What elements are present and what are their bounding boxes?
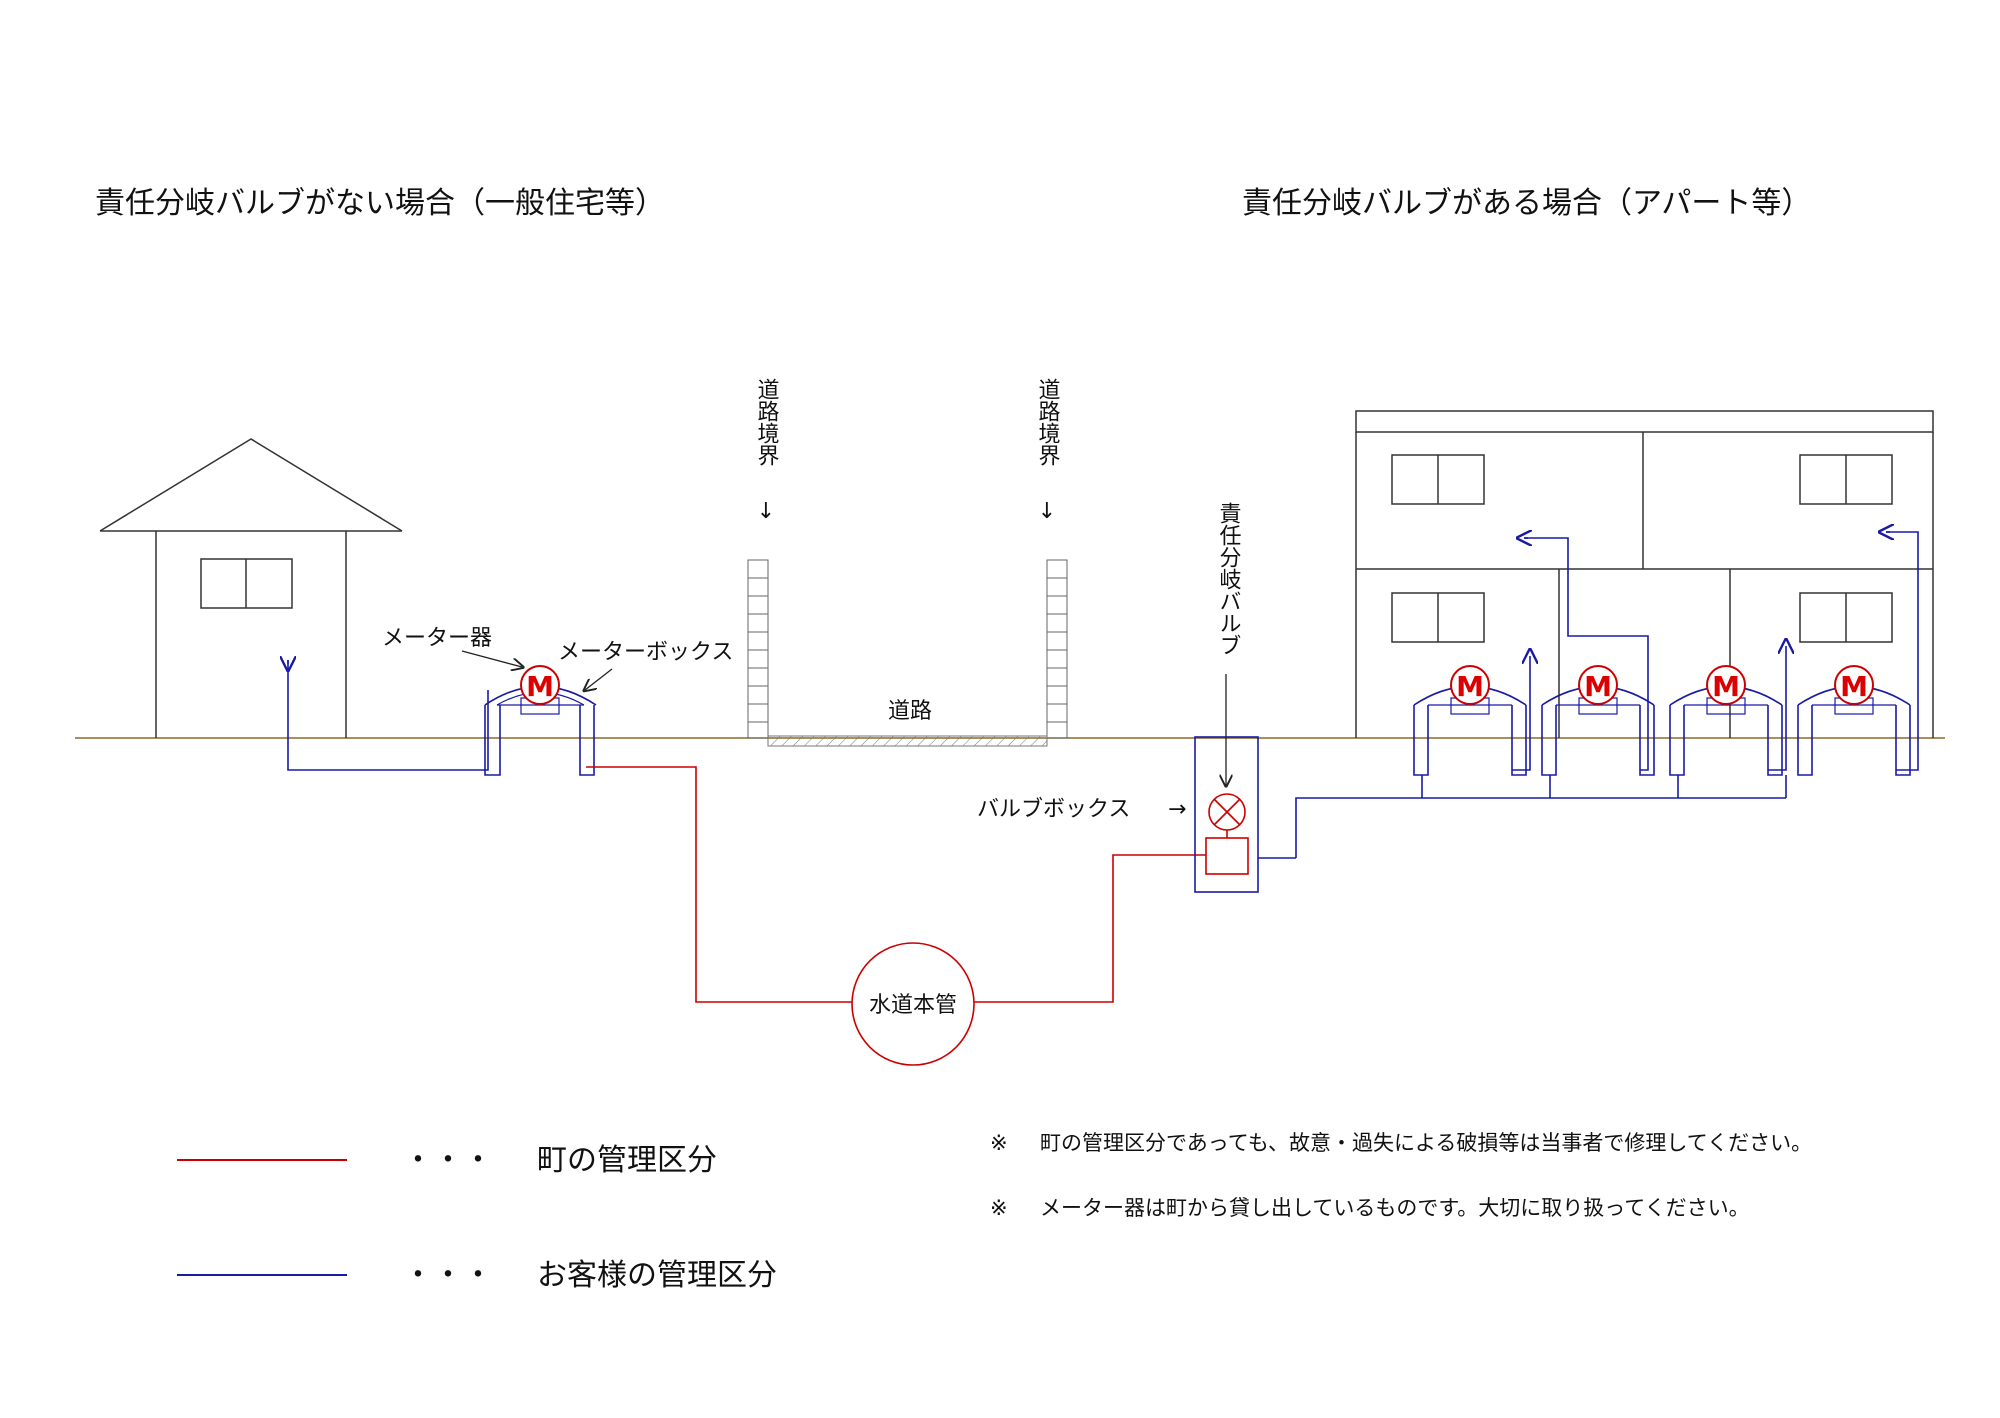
heading-left: 責任分岐バルブがない場合（一般住宅等） bbox=[95, 186, 665, 221]
meter-box-pointer bbox=[585, 668, 613, 690]
left-meter-box: M bbox=[484, 665, 597, 776]
road-label: 道路 bbox=[888, 699, 932, 724]
road-boundary-label-left: 道路境界 bbox=[754, 378, 780, 466]
valve-box-label: バルブボックス bbox=[977, 797, 1130, 822]
legend-customer-dots: ・・・ bbox=[403, 1258, 493, 1293]
left-customer-pipe bbox=[288, 660, 489, 771]
meter-letter-3: M bbox=[1712, 670, 1740, 703]
meter-letter-4: M bbox=[1840, 670, 1868, 703]
right-meter-box-4: M bbox=[1797, 665, 1911, 776]
left-meter-icon bbox=[520, 665, 560, 705]
note-2-text: メーター器は町から貸し出しているものです。大切に取り扱ってください。 bbox=[1040, 1196, 1750, 1220]
main-pipe-label: 水道本管 bbox=[869, 993, 957, 1018]
right-customer-pipe bbox=[1295, 532, 1919, 858]
legend-town-dots: ・・・ bbox=[403, 1143, 493, 1178]
right-meter-box-1: M bbox=[1413, 665, 1527, 776]
road-boundary-right-wall bbox=[1046, 559, 1068, 739]
meter-letter-2: M bbox=[1584, 670, 1612, 703]
right-town-pipe bbox=[974, 854, 1206, 1003]
note-2-mark: ※ bbox=[990, 1196, 1008, 1220]
road-boundary-arrow-right: ↓ bbox=[1038, 499, 1056, 524]
right-meter-box-2: M bbox=[1541, 665, 1655, 776]
road-boundary-left-wall bbox=[747, 559, 769, 739]
left-meter-letter: M bbox=[526, 670, 554, 703]
house bbox=[99, 438, 403, 738]
legend-customer-label: お客様の管理区分 bbox=[537, 1258, 777, 1293]
meter-pointer bbox=[461, 650, 522, 667]
branch-valve-label: 責任分岐バルブ bbox=[1216, 502, 1242, 656]
valve-box-arrow: → bbox=[1168, 797, 1186, 822]
legend-town-label: 町の管理区分 bbox=[537, 1143, 717, 1178]
meter-letter-1: M bbox=[1456, 670, 1484, 703]
heading-right: 責任分岐バルブがある場合（アパート等） bbox=[1242, 186, 1811, 221]
left-town-pipe bbox=[586, 766, 860, 1003]
road-surface bbox=[767, 735, 1048, 747]
meter-box-label: メーターボックス bbox=[558, 640, 733, 665]
right-meter-box-3: M bbox=[1669, 665, 1783, 776]
road-boundary-arrow-left: ↓ bbox=[757, 499, 775, 524]
note-1-text: 町の管理区分であっても、故意・過失による破損等は当事者で修理してください。 bbox=[1040, 1131, 1812, 1155]
meter-label: メーター器 bbox=[382, 626, 492, 651]
road-boundary-label-right: 道路境界 bbox=[1035, 378, 1061, 466]
note-1-mark: ※ bbox=[990, 1131, 1008, 1155]
branch-valve-icon bbox=[1208, 793, 1246, 838]
apartment-building bbox=[1355, 410, 1934, 738]
main-pipe-circle bbox=[851, 942, 975, 1066]
